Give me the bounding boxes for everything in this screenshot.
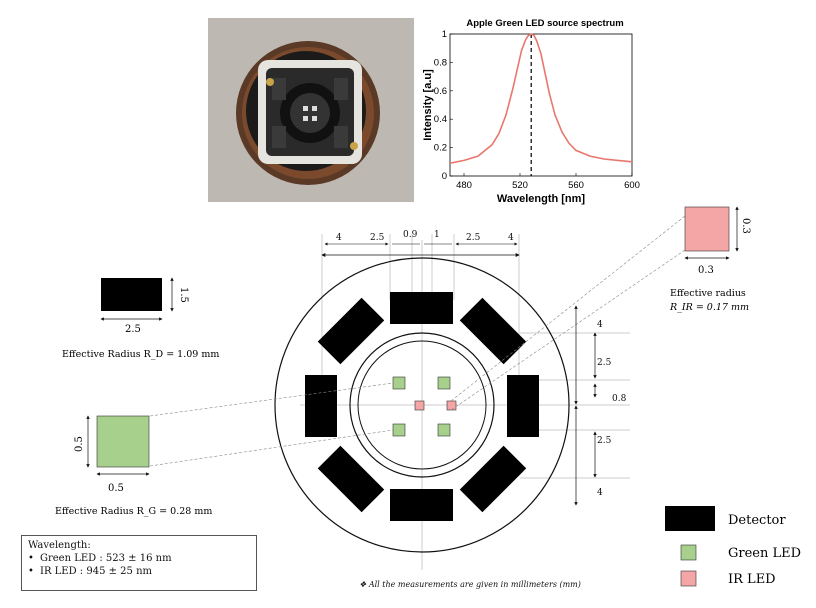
legend-label-detector: Detector (728, 513, 786, 528)
green-led-bottom-left (392, 423, 406, 437)
detector-left (305, 375, 337, 437)
chart-y-tick-label: 0.2 (434, 143, 447, 154)
chart-y-tick-label: 0.8 (434, 57, 447, 68)
ir-caption-line2: R_IR = 0.17 mm (669, 302, 749, 313)
zoom-connectors (149, 215, 686, 467)
legend-label-green: Green LED (728, 546, 801, 561)
green-led-top-left (392, 376, 406, 390)
green-width-label: 0.5 (108, 483, 124, 494)
spectrum-chart-svg: Apple Green LED source spectrum 00.20.40… (422, 18, 640, 205)
measurement-footnote: ❖ All the measurements are given in mill… (359, 580, 581, 589)
ir-height-label: 0.3 (740, 218, 751, 234)
wavelength-green: Green LED : 523 ± 16 nm (28, 552, 250, 565)
detector-array (305, 292, 539, 521)
chart-y-tick-label: 0.4 (434, 114, 447, 125)
green-height-label: 0.5 (74, 436, 85, 452)
detector-top-left (317, 297, 385, 365)
chart-y-tick-label: 0 (442, 171, 447, 182)
green-caption: Effective Radius R_G = 0.28 mm (55, 506, 212, 517)
dim-top-2: 2.5 (370, 233, 385, 243)
dim-top-6: 4 (508, 233, 514, 243)
detector-right (507, 375, 539, 437)
chart-x-ticks: 480 520 560 600 (456, 173, 640, 191)
dim-top-1: 4 (336, 233, 342, 243)
top-dims: 4 2.5 0.9 1 2.5 4 (336, 230, 514, 243)
chart-x-tick-label: 600 (624, 180, 640, 191)
dim-right-2: 2.5 (597, 358, 612, 368)
detector-bottom-left (317, 445, 385, 513)
ir-led-right (446, 400, 457, 411)
chart-x-tick-label: 480 (456, 180, 472, 191)
sensor-photo (208, 18, 414, 202)
chart-x-tick-label: 520 (512, 180, 528, 191)
dim-right-1: 4 (597, 320, 603, 330)
chart-y-ticks: 0 0.2 0.4 0.6 0.8 1 (434, 29, 453, 182)
chart-y-tick-label: 1 (442, 29, 447, 40)
inner-circle (357, 340, 487, 470)
detector-height-label: 1.5 (178, 287, 189, 303)
ir-width-label: 0.3 (698, 265, 714, 276)
green-led-array (392, 376, 451, 437)
chart-x-tick-label: 560 (568, 180, 584, 191)
chart-y-tick-label: 0.6 (434, 86, 447, 97)
wavelength-list: Green LED : 523 ± 16 nm IR LED : 945 ± 2… (28, 552, 250, 578)
detector-top (390, 292, 453, 324)
detector-top-right (459, 297, 527, 365)
legend: Detector Green LED IR LED (665, 506, 801, 587)
outer-circle (274, 257, 570, 553)
dim-right-4: 2.5 (597, 436, 612, 446)
legend-swatch-ir (680, 570, 697, 587)
middle-circle (349, 332, 495, 478)
wavelength-info-box: Wavelength: Green LED : 523 ± 16 nm IR L… (21, 535, 257, 591)
ir-led-array (414, 400, 457, 411)
dim-top-5: 2.5 (466, 233, 481, 243)
legend-label-ir: IR LED (728, 572, 776, 587)
detector-bottom-right (459, 445, 527, 513)
wavelength-ir: IR LED : 945 ± 25 nm (28, 565, 250, 578)
chart-x-label: Wavelength [nm] (497, 193, 586, 205)
dim-right-3: 0.8 (612, 394, 627, 404)
right-dim-lines (574, 305, 597, 506)
dim-right-5: 4 (597, 488, 603, 498)
detector-callout-box (101, 278, 162, 311)
detector-width-label: 2.5 (125, 324, 141, 335)
green-led-bottom-right (437, 423, 451, 437)
legend-swatch-green (680, 544, 697, 561)
right-dims: 4 2.5 0.8 2.5 4 (597, 320, 627, 498)
green-led-top-right (437, 376, 451, 390)
ir-caption-line1: Effective radius (670, 288, 746, 299)
dim-top-3: 0.9 (403, 230, 418, 240)
detector-caption: Effective Radius R_D = 1.09 mm (62, 349, 219, 360)
wavelength-title: Wavelength: (28, 540, 91, 551)
dim-top-4: 1 (434, 230, 440, 240)
legend-swatch-detector (665, 506, 715, 531)
chart-y-label: Intensity [a.u] (422, 69, 434, 141)
green-led-callout-box (96, 415, 150, 468)
chart-title: Apple Green LED source spectrum (466, 18, 623, 29)
detector-bottom (390, 489, 453, 521)
guide-lines (300, 234, 630, 570)
ir-led-callout-box (684, 206, 730, 252)
spectrum-series-line (449, 33, 633, 164)
sensor-photo-drawing (208, 18, 414, 202)
ir-led-left (414, 400, 425, 411)
